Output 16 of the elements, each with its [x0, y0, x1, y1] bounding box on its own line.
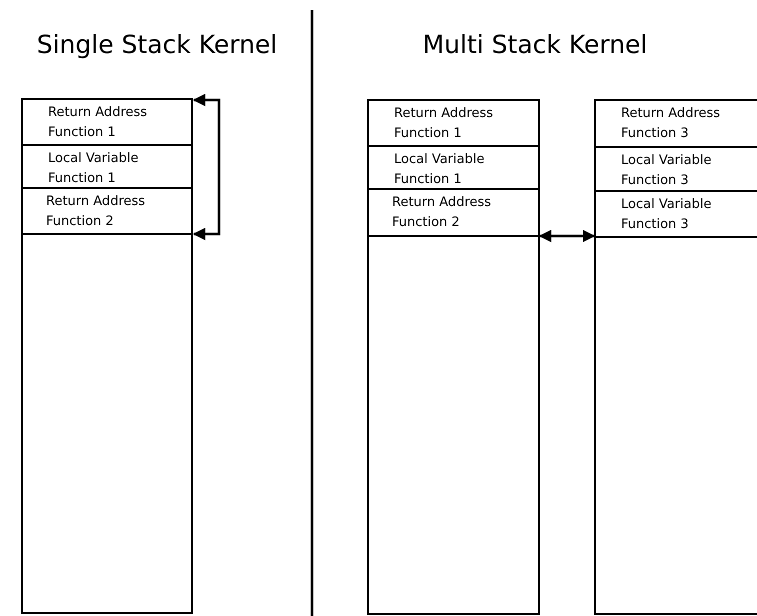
- stack-box: [367, 99, 540, 615]
- arrow: [192, 94, 220, 240]
- heading: Single Stack Kernel: [36, 30, 278, 59]
- frame-label: Local Variable Function 3: [621, 196, 712, 234]
- frame-label: Return Address Function 1: [48, 104, 148, 142]
- frame-label: Return Address Function 2: [46, 193, 146, 231]
- frame-label: Local Variable Function 1: [48, 150, 140, 188]
- frame-label: Local Variable Function 1: [394, 151, 486, 189]
- arrow: [538, 230, 596, 242]
- frame-label: Local Variable Function 3: [621, 152, 712, 190]
- stack-box: [594, 99, 757, 615]
- heading: Multi Stack Kernel: [422, 30, 648, 59]
- stack-box: [21, 98, 193, 614]
- frame-label: Return Address Function 3: [621, 105, 722, 143]
- frame-label: Return Address Function 1: [394, 105, 494, 143]
- frame-label: Return Address Function 2: [392, 194, 492, 232]
